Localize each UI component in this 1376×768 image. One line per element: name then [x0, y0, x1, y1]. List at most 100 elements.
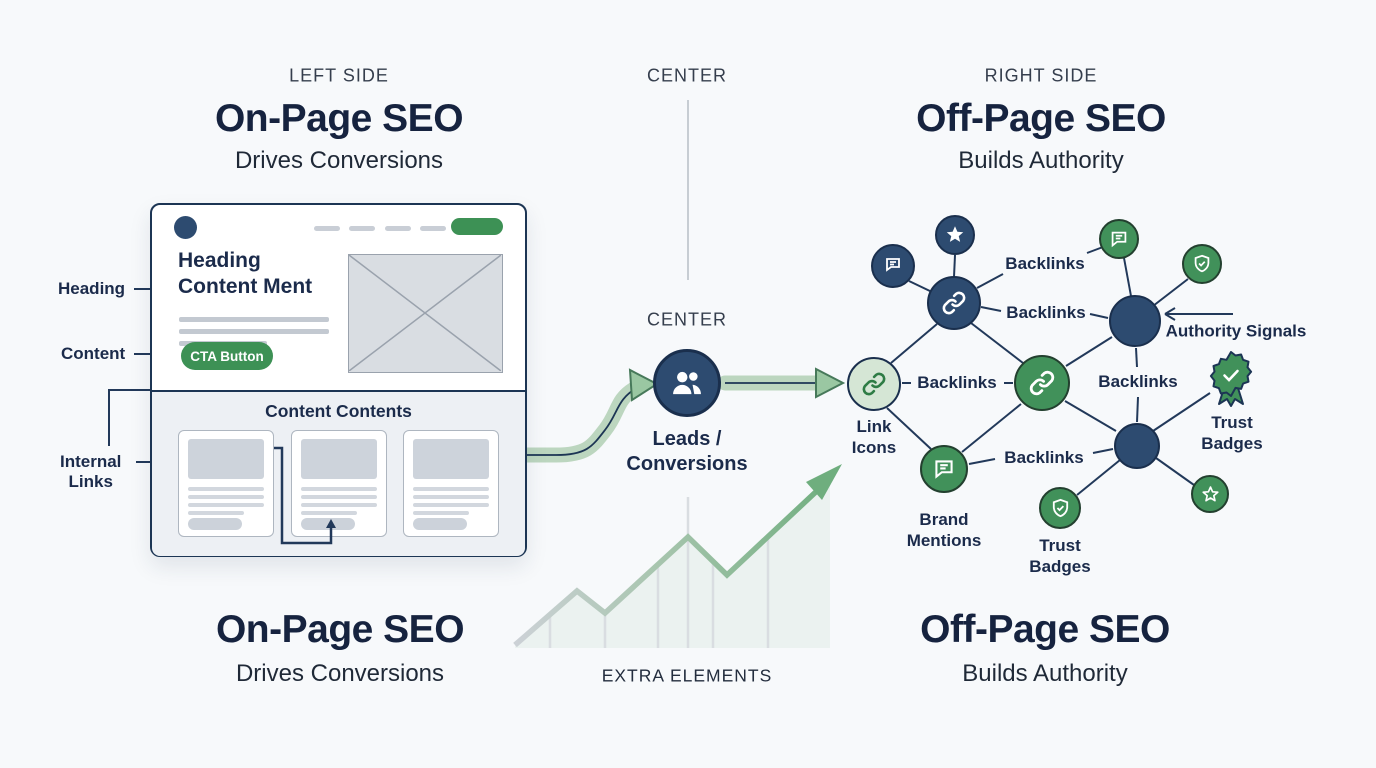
nav-dash [349, 226, 375, 231]
trust-badge-node [1039, 487, 1081, 529]
link-icons-line1: Link [856, 417, 892, 436]
card-line [301, 511, 357, 515]
card-line [413, 503, 489, 507]
hub-node-upper [1109, 295, 1161, 347]
link-node-navy [927, 276, 981, 330]
content-card [178, 430, 274, 537]
card-line [413, 487, 489, 491]
nav-dash [420, 226, 446, 231]
shield-check-icon [1052, 498, 1068, 517]
trust-node-line1: Trust [1039, 536, 1081, 555]
trust-badges-caption-rosette: Trust Badges [1201, 412, 1262, 454]
message-icon [935, 460, 953, 479]
link-icons-node [847, 357, 901, 411]
star-outline-node [1191, 475, 1229, 513]
content-panel: Content Contents [152, 390, 525, 556]
image-placeholder [348, 254, 503, 373]
forum-icon [886, 258, 900, 272]
extra-elements-label: EXTRA ELEMENTS [601, 665, 773, 686]
card-image [413, 439, 489, 479]
card-line [188, 487, 264, 491]
backlinks-label-4: Backlinks [1095, 372, 1181, 392]
star-outline-icon [1201, 485, 1219, 502]
offpage-title-bottom: Off-Page SEO [920, 608, 1170, 651]
forum-node [871, 244, 915, 288]
offpage-title-top: Off-Page SEO [916, 97, 1166, 140]
backlinks-label-2: Backlinks [1006, 303, 1086, 322]
card-image [188, 439, 264, 479]
card-line [188, 503, 264, 507]
offpage-subtitle-bottom: Builds Authority [962, 660, 1128, 687]
mock-heading-line2: Content Ment [178, 275, 313, 298]
onpage-subtitle-bottom: Drives Conversions [235, 660, 445, 687]
growth-arrowhead [806, 464, 842, 500]
card-button[interactable] [188, 518, 242, 530]
award-rosette-icon [1209, 351, 1253, 407]
brand-line2: Mentions [906, 531, 982, 550]
logo-dot [174, 216, 197, 239]
cta-button[interactable]: CTA Button [181, 342, 273, 370]
link-icons-caption: Link Icons [852, 416, 896, 458]
nav-dash [385, 226, 411, 231]
leads-label-line2: Conversions [626, 453, 748, 475]
link-icons-line2: Icons [851, 438, 897, 457]
authority-signals-label: Authority Signals [1165, 321, 1307, 341]
card-button[interactable] [301, 518, 355, 530]
card-line [301, 487, 377, 491]
message-icon [1111, 231, 1127, 248]
callout-internal-line2: Links [68, 472, 113, 491]
brand-mentions-caption: Brand Mentions [907, 509, 982, 551]
brand-mentions-node [920, 445, 968, 493]
right-side-eyebrow: RIGHT SIDE [984, 65, 1098, 86]
card-line [188, 511, 244, 515]
trust-node-line2: Badges [1029, 557, 1091, 576]
shield-node-top [1182, 244, 1222, 284]
webpage-mockup: Heading Content Ment CTA Button Content … [150, 203, 527, 557]
star-node [935, 215, 975, 255]
link-node-green [1014, 355, 1070, 411]
callout-internal-line1: Internal [60, 452, 122, 471]
card-line [413, 495, 489, 499]
card-image [301, 439, 377, 479]
text-line [179, 329, 329, 334]
card-line [301, 495, 377, 499]
placeholder-cross [348, 254, 502, 372]
hub-node-lower [1114, 423, 1160, 469]
backlinks-label-5: Backlinks [1004, 448, 1084, 467]
card-line [188, 495, 264, 499]
link-icon-white [1029, 370, 1055, 396]
conversion-flow-arrow-left [519, 368, 659, 463]
backlinks-label-3: Backlinks [917, 373, 997, 392]
trust-badge-line1: Trust [1211, 413, 1253, 432]
text-line [179, 317, 329, 322]
link-icon-green [862, 372, 886, 396]
center-mid-label: CENTER [646, 309, 728, 330]
leads-label-line1: Leads / [652, 428, 722, 450]
star-icon [946, 226, 964, 242]
award-badge [1205, 350, 1257, 413]
nav-dash [314, 226, 340, 231]
conversion-flow-arrow-right [717, 367, 846, 399]
callout-heading: Heading [58, 279, 126, 298]
trust-badge-line2: Badges [1201, 434, 1263, 453]
shield-check-icon [1194, 254, 1210, 273]
content-card [403, 430, 499, 537]
onpage-title-bottom: On-Page SEO [215, 608, 465, 651]
card-button[interactable] [413, 518, 467, 530]
brand-line1: Brand [919, 510, 969, 529]
callout-content: Content [61, 344, 126, 363]
offpage-subtitle-top: Builds Authority [958, 147, 1124, 174]
backlinks-label-1: Backlinks [1005, 254, 1085, 273]
users-icon [673, 371, 701, 395]
onpage-title-top: On-Page SEO [214, 97, 464, 140]
panel-title: Content Contents [265, 401, 412, 421]
header-button[interactable] [451, 218, 503, 235]
center-eyebrow: CENTER [646, 65, 728, 86]
mock-heading-line1: Heading [178, 249, 261, 272]
message-node-top [1099, 219, 1139, 259]
left-side-eyebrow: LEFT SIDE [289, 65, 389, 86]
growth-chart [513, 464, 842, 648]
internal-link-elbow [274, 446, 336, 545]
trust-badges-caption-node: Trust Badges [1029, 535, 1090, 577]
